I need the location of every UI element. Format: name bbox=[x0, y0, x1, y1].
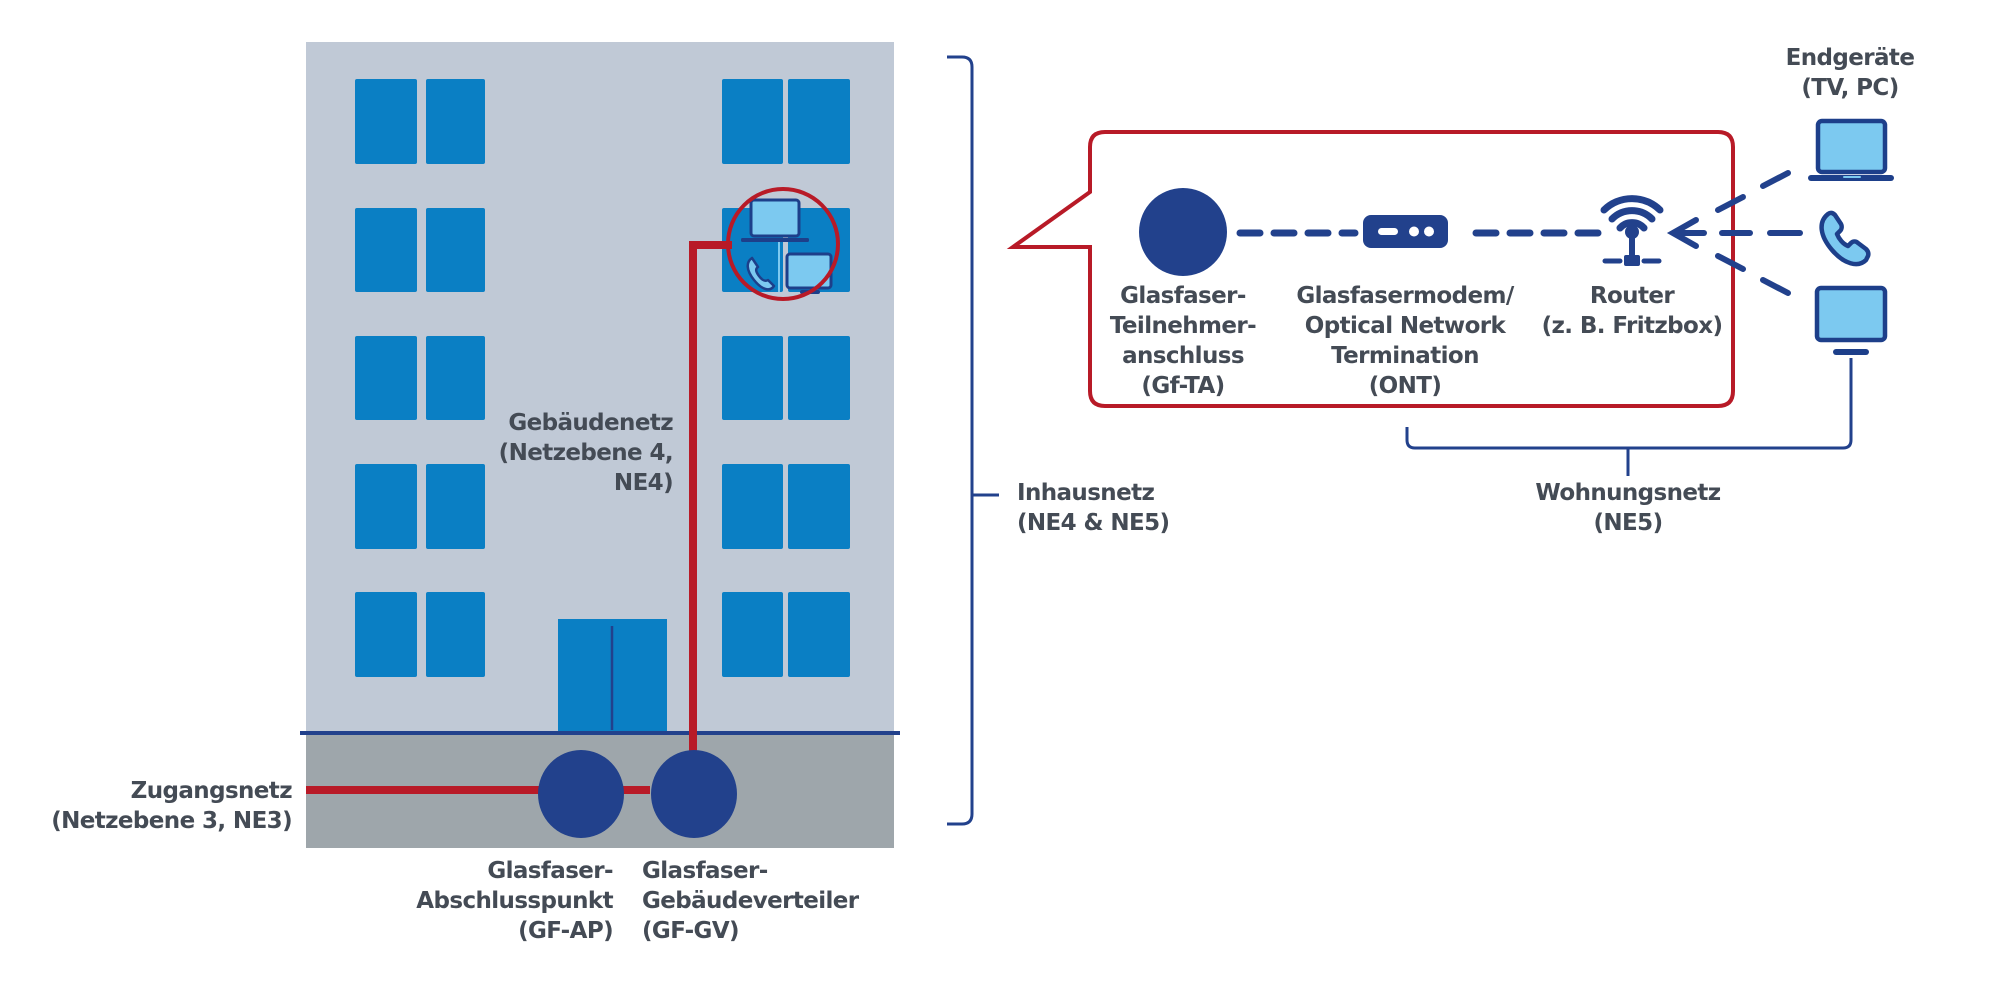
ont-line-1: Glasfasermodem/ bbox=[1296, 283, 1515, 309]
window-pane bbox=[426, 208, 485, 292]
wifi-router-icon bbox=[1600, 195, 1664, 266]
window-pane bbox=[788, 464, 850, 549]
gf-ta-line-2: Teilnehmer- bbox=[1110, 313, 1256, 339]
ont-line-2: Optical Network bbox=[1305, 313, 1507, 339]
apartment-highlight bbox=[726, 187, 840, 301]
zugangsnetz-line-2: (Netzebene 3, NE3) bbox=[51, 808, 292, 834]
window-pane bbox=[355, 592, 417, 677]
window-pane bbox=[426, 79, 485, 164]
door bbox=[558, 619, 667, 733]
ont-line-3: Termination bbox=[1331, 343, 1479, 369]
endgeraete-label: Endgeräte (TV, PC) bbox=[1786, 45, 1915, 101]
gf-ta-icon bbox=[1139, 188, 1227, 276]
mini-laptop-icon bbox=[741, 198, 809, 242]
monitor-icon bbox=[1814, 285, 1888, 355]
gf-ap-label: Glasfaser- Abschlusspunkt (GF-AP) bbox=[416, 858, 614, 944]
window-pane bbox=[722, 464, 783, 549]
wohnungsnetz-line-1: Wohnungsnetz bbox=[1535, 480, 1720, 506]
gebaeudenetz-line-2: (Netzebene 4, bbox=[499, 440, 673, 466]
window-pane bbox=[788, 592, 850, 677]
window-pane bbox=[722, 592, 783, 677]
gf-ap-line-3: (GF-AP) bbox=[518, 918, 613, 944]
gf-ta-label: Glasfaser- Teilnehmer- anschluss (Gf-TA) bbox=[1110, 283, 1257, 399]
apartment-highlight-ring bbox=[726, 187, 840, 301]
laptop-icon bbox=[1808, 118, 1894, 181]
ont-label: Glasfasermodem/ Optical Network Terminat… bbox=[1296, 283, 1515, 399]
wohnungsnetz-label: Wohnungsnetz (NE5) bbox=[1535, 480, 1721, 536]
windows bbox=[355, 79, 850, 677]
phone-icon bbox=[1819, 210, 1871, 267]
gf-gv-line-3: (GF-GV) bbox=[642, 918, 739, 944]
window-pane bbox=[788, 79, 850, 164]
gf-gv-line-1: Glasfaser- bbox=[642, 858, 768, 884]
gebaeudenetz-label: Gebäudenetz (Netzebene 4, NE4) bbox=[499, 410, 674, 496]
router-label: Router (z. B. Fritzbox) bbox=[1542, 283, 1723, 339]
window-pane bbox=[788, 336, 850, 420]
inhausnetz-bracket bbox=[947, 55, 999, 826]
gebaeudenetz-line-1: Gebäudenetz bbox=[508, 410, 673, 436]
gf-gv-label: Glasfaser- Gebäudeverteiler (GF-GV) bbox=[642, 858, 860, 944]
gf-ap-line-1: Glasfaser- bbox=[487, 858, 613, 884]
inhausnetz-line-2: (NE4 & NE5) bbox=[1017, 510, 1169, 536]
router-line-1: Router bbox=[1590, 283, 1675, 309]
building bbox=[300, 42, 900, 848]
mini-monitor-icon bbox=[785, 252, 833, 294]
modem-icon bbox=[1363, 215, 1448, 248]
endgeraete-line-1: Endgeräte bbox=[1786, 45, 1915, 71]
gf-gv-line-2: Gebäudeverteiler bbox=[642, 888, 860, 914]
wohnungsnetz-bracket bbox=[1405, 358, 1853, 476]
router-line-2: (z. B. Fritzbox) bbox=[1542, 313, 1723, 339]
endgeraete-line-2: (TV, PC) bbox=[1801, 75, 1898, 101]
window-pane bbox=[722, 79, 783, 164]
gebaeudenetz-line-3: NE4) bbox=[614, 470, 673, 496]
gf-ta-line-4: (Gf-TA) bbox=[1141, 373, 1224, 399]
gf-ta-line-3: anschluss bbox=[1122, 343, 1244, 369]
zugangsnetz-line-1: Zugangsnetz bbox=[131, 778, 293, 804]
gf-ap-node bbox=[538, 750, 624, 838]
device-connections bbox=[1666, 170, 1803, 296]
gf-ap-line-2: Abschlusspunkt bbox=[416, 888, 613, 914]
mini-phone-icon bbox=[746, 256, 776, 291]
inhausnetz-label: Inhausnetz (NE4 & NE5) bbox=[1017, 480, 1170, 536]
gf-ta-line-1: Glasfaser- bbox=[1120, 283, 1246, 309]
window-pane bbox=[355, 336, 417, 420]
zugangsnetz-label: Zugangsnetz (Netzebene 3, NE3) bbox=[51, 778, 293, 834]
window-pane bbox=[426, 592, 485, 677]
inhausnetz-line-1: Inhausnetz bbox=[1017, 480, 1154, 506]
window-pane bbox=[355, 79, 417, 164]
window-pane bbox=[426, 336, 485, 420]
window-pane bbox=[355, 208, 417, 292]
gf-gv-node bbox=[651, 750, 737, 838]
wohnungsnetz-line-2: (NE5) bbox=[1594, 510, 1663, 536]
ont-line-4: (ONT) bbox=[1369, 373, 1442, 399]
window-pane bbox=[426, 464, 485, 549]
window-pane bbox=[355, 464, 417, 549]
window-pane bbox=[722, 336, 783, 420]
